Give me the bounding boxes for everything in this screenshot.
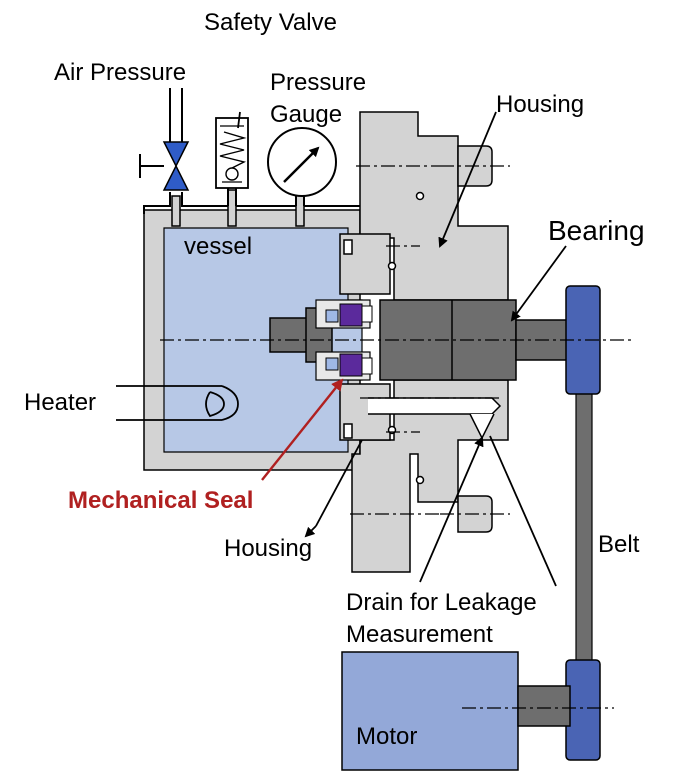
label-air-pressure: Air Pressure (54, 59, 186, 86)
pipe-valve (227, 189, 237, 227)
pipe-air (171, 195, 181, 227)
valve-icon (139, 141, 190, 191)
label-safety-valve: Safety Valve (204, 9, 337, 36)
spring-valve-icon (215, 117, 249, 189)
pipe-gauge (295, 193, 305, 227)
heater-coil-icon (116, 385, 239, 421)
label-mechanical-seal: Mechanical Seal (68, 487, 253, 514)
label-drain-line2: Measurement (346, 621, 493, 648)
label-vessel: vessel (184, 233, 252, 260)
label-motor: Motor (356, 723, 417, 750)
labels: Safety Valve Air Pressure Pressure Gauge… (24, 9, 645, 750)
label-housing-top: Housing (496, 91, 584, 118)
motor (341, 651, 571, 771)
label-bearing: Bearing (548, 215, 645, 246)
centre-lines (160, 165, 632, 709)
mechanical-seal (315, 299, 373, 381)
label-pressure-gauge-line1: Pressure (270, 69, 366, 96)
vessel (143, 189, 363, 471)
belt-drive (565, 285, 601, 761)
leader-lines (237, 111, 567, 587)
pipework (143, 88, 360, 214)
drain-channel (368, 397, 502, 440)
pulley-icon (565, 659, 601, 761)
gauge-icon (267, 127, 337, 197)
label-belt: Belt (598, 531, 640, 558)
label-housing-bottom: Housing (224, 535, 312, 562)
label-pressure-gauge-line2: Gauge (270, 101, 342, 128)
label-drain-line1: Drain for Leakage (346, 589, 537, 616)
label-heater: Heater (24, 389, 96, 416)
